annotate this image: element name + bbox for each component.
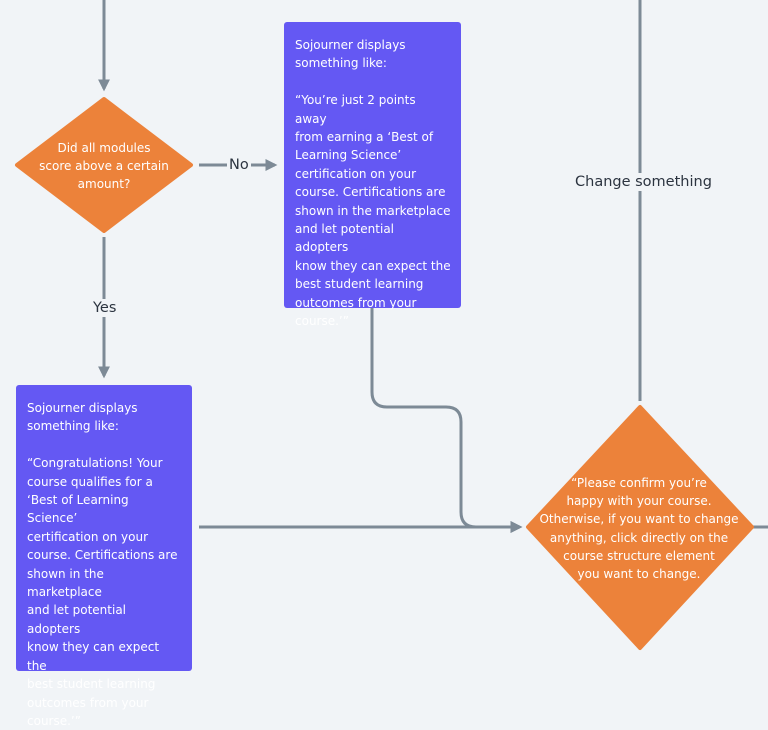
edge-label-no: No [227,156,251,174]
decision-diamond-confirm [526,405,754,650]
decision-question-text: Did all modules score above a certain am… [39,141,169,192]
qualified-message-box: Sojourner displays something like: “Cong… [16,385,192,728]
edge-label-change-something: Change something [572,173,715,191]
connector-top-box-to-confirm [370,308,523,533]
flowchart-canvas [15,0,768,650]
not-qualified-message-box: Sojourner displays something like: “You’… [284,22,461,328]
decision-diamond-modules-score [15,97,193,233]
decision-confirm-text: “Please confirm you’re happy with your c… [539,476,739,582]
edge-label-yes: Yes [91,299,119,317]
